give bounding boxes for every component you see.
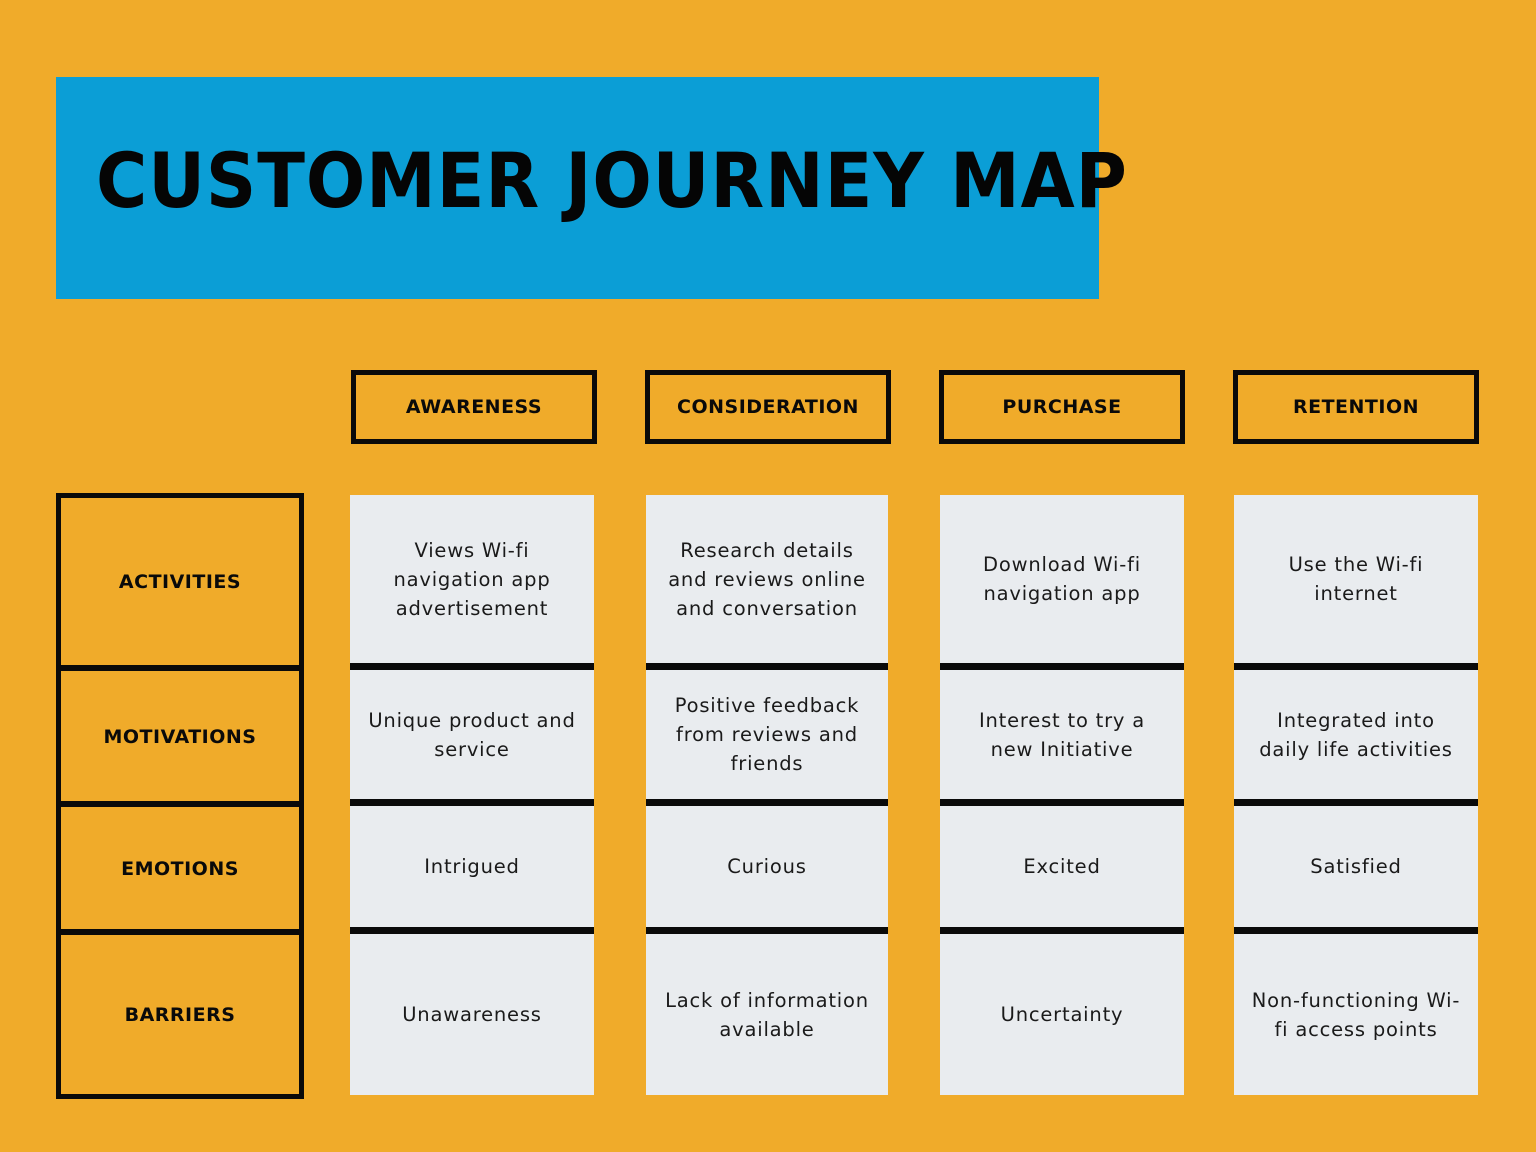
cell-divider (646, 799, 888, 806)
stage-label: CONSIDERATION (677, 396, 859, 418)
cell-text: Non-functioning Wi-fi access points (1251, 988, 1461, 1041)
cell-text: Views Wi-fi navigation app advertisement (393, 538, 551, 620)
cell-divider (1234, 663, 1478, 670)
cell-emotions: Satisfied (1234, 806, 1478, 927)
cell-text: Intrigued (424, 855, 520, 878)
row-divider (56, 929, 304, 935)
cell-text: Positive feedback from reviews and frien… (674, 694, 860, 775)
cell-divider (350, 799, 594, 806)
row-label-activities: ACTIVITIES (61, 498, 299, 665)
cell-text: Unawareness (402, 1003, 542, 1026)
cell-divider (940, 799, 1184, 806)
cell-divider (350, 663, 594, 670)
row-label-emotions: EMOTIONS (61, 807, 299, 930)
row-label-text: MOTIVATIONS (103, 725, 257, 748)
cell-divider (1234, 927, 1478, 934)
stage-column-consideration: Research details and reviews online and … (646, 495, 888, 1095)
cell-divider (350, 927, 594, 934)
row-label-text: BARRIERS (124, 1003, 236, 1026)
cell-motivations: Integrated into daily life activities (1234, 670, 1478, 799)
cell-divider (646, 927, 888, 934)
row-label-text: EMOTIONS (121, 857, 239, 880)
stage-column-purchase: Download Wi-fi navigation app Interest t… (940, 495, 1184, 1095)
stage-column-awareness: Views Wi-fi navigation app advertisement… (350, 495, 594, 1095)
row-divider (56, 665, 304, 671)
cell-text: Excited (1023, 855, 1101, 878)
cell-motivations: Unique product and service (350, 670, 594, 799)
cell-text: Lack of information available (665, 988, 869, 1041)
cell-emotions: Curious (646, 806, 888, 927)
cell-text: Satisfied (1310, 855, 1402, 878)
cell-motivations: Interest to try a new Initiative (940, 670, 1184, 799)
stage-header-consideration: CONSIDERATION (645, 370, 891, 444)
stage-label: AWARENESS (405, 396, 543, 418)
page-title: CUSTOMER JOURNEY MAP (96, 136, 1128, 225)
cell-text: Unique product and service (368, 708, 576, 761)
cell-text: Uncertainty (1000, 1003, 1124, 1026)
cell-divider (940, 927, 1184, 934)
cell-divider (646, 663, 888, 670)
title-banner (56, 77, 1099, 299)
cell-text: Use the Wi-fi internet (1288, 553, 1424, 605)
cell-emotions: Intrigued (350, 806, 594, 927)
cell-activities: Research details and reviews online and … (646, 495, 888, 663)
row-divider (56, 801, 304, 807)
cell-text: Integrated into daily life activities (1259, 708, 1453, 761)
row-label-motivations: MOTIVATIONS (61, 671, 299, 802)
cell-text: Curious (727, 855, 807, 878)
cell-text: Interest to try a new Initiative (978, 708, 1146, 761)
stage-header-purchase: PURCHASE (939, 370, 1185, 444)
cell-divider (1234, 799, 1478, 806)
cell-barriers: Uncertainty (940, 934, 1184, 1095)
stage-label: RETENTION (1292, 396, 1420, 418)
cell-divider (940, 663, 1184, 670)
cell-barriers: Lack of information available (646, 934, 888, 1095)
cell-barriers: Unawareness (350, 934, 594, 1095)
row-label-text: ACTIVITIES (118, 570, 242, 593)
cell-text: Research details and reviews online and … (668, 538, 866, 620)
row-label-column: ACTIVITIES MOTIVATIONS EMOTIONS BARRIERS (56, 493, 304, 1099)
row-label-barriers: BARRIERS (61, 935, 299, 1094)
cell-activities: Views Wi-fi navigation app advertisement (350, 495, 594, 663)
cell-activities: Download Wi-fi navigation app (940, 495, 1184, 663)
cell-text: Download Wi-fi navigation app (983, 553, 1141, 605)
stage-label: PURCHASE (1002, 396, 1122, 418)
stage-header-awareness: AWARENESS (351, 370, 597, 444)
stage-column-retention: Use the Wi-fi internet Integrated into d… (1234, 495, 1478, 1095)
cell-activities: Use the Wi-fi internet (1234, 495, 1478, 663)
cell-motivations: Positive feedback from reviews and frien… (646, 670, 888, 799)
cell-emotions: Excited (940, 806, 1184, 927)
stage-header-retention: RETENTION (1233, 370, 1479, 444)
cell-barriers: Non-functioning Wi-fi access points (1234, 934, 1478, 1095)
